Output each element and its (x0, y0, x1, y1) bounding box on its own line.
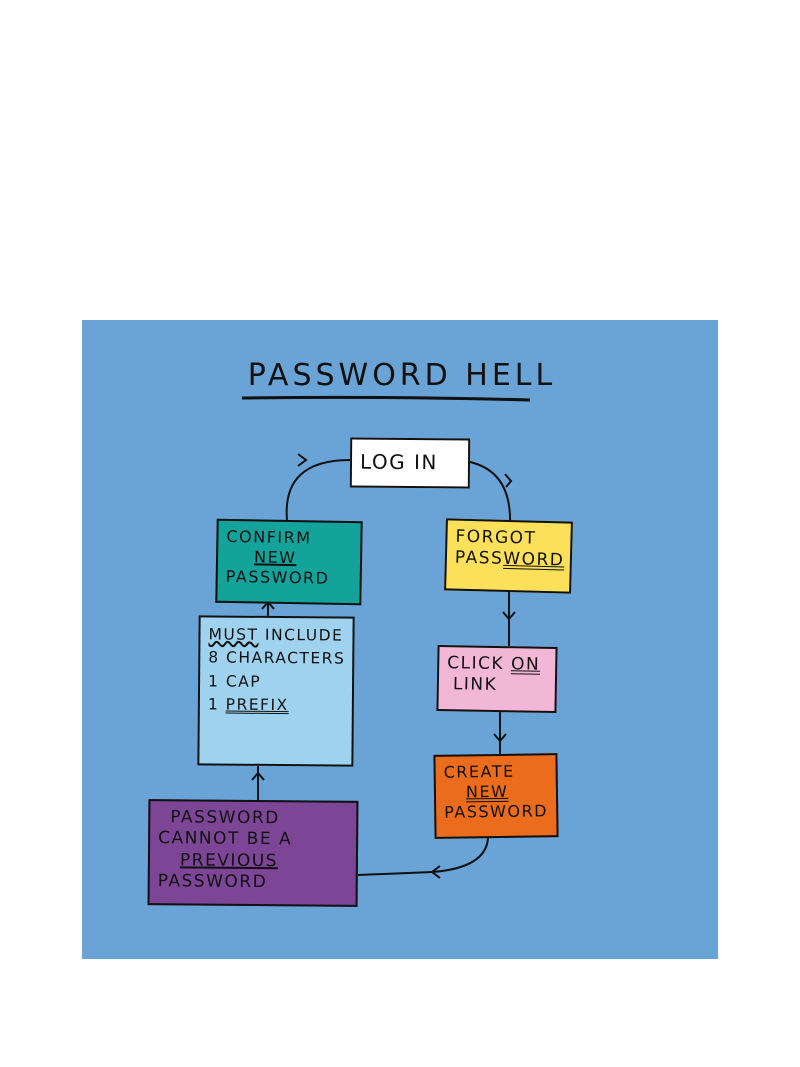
connector-confirm-to-login (285, 459, 351, 521)
arrowhead-create-to-previous (430, 865, 441, 879)
arrowhead-forgot-to-click (502, 611, 516, 621)
connector-login-to-forgot (469, 461, 512, 526)
node-forgot-line2: PASSWORD (454, 547, 565, 572)
node-create-line3: PASSWORD (444, 801, 549, 822)
flow-connectors (241, 395, 531, 879)
node-must-word: MUST (208, 625, 259, 644)
node-previous-line2: CANNOT BE A (158, 828, 293, 850)
node-click-on: ON (510, 654, 541, 675)
title-underline (241, 395, 531, 402)
node-forgot-password: FORGOT PASSWORD (444, 518, 573, 594)
node-must-prefix: PREFIX (225, 695, 289, 714)
arrowhead-previous-to-must (251, 771, 265, 781)
node-must-include: MUST INCLUDE 8 CHARACTERS 1 CAP 1 PREFIX (197, 615, 355, 767)
node-forgot-word: WORD (503, 549, 565, 571)
diagram-title: PASSWORD HELL (247, 358, 557, 393)
node-click-word: CLICK (447, 653, 512, 675)
node-must-line3: 1 CAP (208, 671, 262, 691)
node-log-in: LOG IN (349, 437, 471, 489)
node-create-line2: NEW (465, 781, 509, 802)
node-log-in-text: LOG IN (359, 449, 439, 475)
node-previous-line3: PREVIOUS (179, 849, 279, 871)
illustration-card: PASSWORD HELL LOG IN FORGOT PASSWORD CON… (82, 320, 718, 959)
node-must-one: 1 (207, 695, 226, 714)
arrowhead-click-to-create (493, 733, 507, 743)
node-click-line2: LINK (452, 674, 498, 696)
node-forgot-pass: PASS (454, 547, 504, 570)
node-previous-line4: PASSWORD (157, 870, 268, 892)
node-confirm-new-password: CONFIRM NEW PASSWORD (215, 518, 363, 606)
arrowhead-login-to-forgot (504, 473, 513, 488)
node-forgot-line1: FORGOT (455, 526, 537, 549)
node-confirm-line1: CONFIRM (226, 526, 312, 548)
node-click-on-link: CLICK ON LINK (436, 644, 558, 714)
node-create-new-password: CREATE NEW PASSWORD (433, 753, 559, 839)
node-previous-password: PASSWORD CANNOT BE A PREVIOUS PASSWORD (147, 799, 359, 907)
arrowhead-confirm-to-login (297, 453, 308, 467)
node-click-line1: CLICK ON (447, 653, 547, 676)
node-must-line4: 1 PREFIX (208, 693, 344, 717)
node-previous-line1: PASSWORD (170, 807, 280, 829)
connector-create-to-previous (357, 837, 489, 876)
node-must-include-word: INCLUDE (258, 625, 344, 645)
node-must-line2: 8 CHARACTERS (208, 648, 346, 668)
node-must-line1: MUST INCLUDE (208, 623, 344, 647)
node-create-line1: CREATE (443, 761, 515, 782)
node-confirm-line3: PASSWORD (225, 566, 330, 588)
node-confirm-line2: NEW (253, 547, 297, 568)
